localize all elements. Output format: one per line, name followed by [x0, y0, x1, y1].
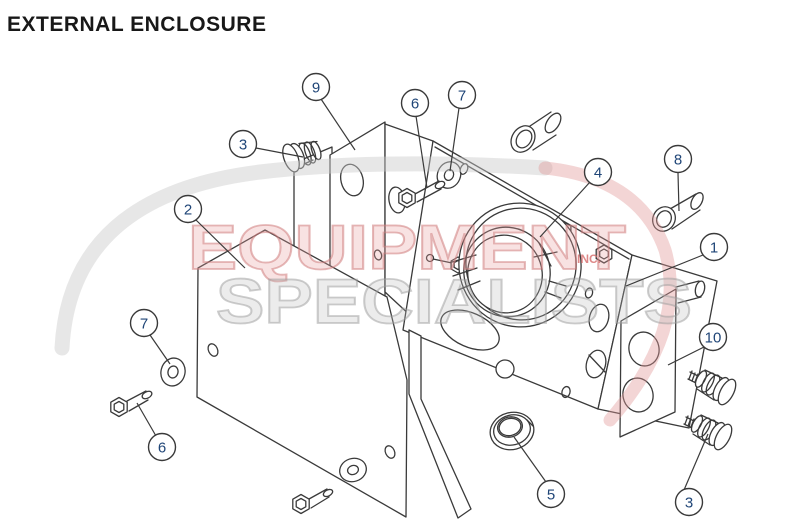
callout-leader-line [320, 98, 356, 151]
callout-circle [447, 80, 477, 110]
washer-7 [160, 357, 186, 387]
line-art-layer [110, 111, 740, 519]
face-screw [595, 244, 613, 264]
callout-circle [663, 144, 693, 174]
callout-1: 1 [625, 232, 729, 287]
watermark: EQUIPMENT SPECIALISTS INC. [54, 156, 693, 427]
hex-bolt-6 [110, 390, 153, 418]
callout-10: 10 [667, 322, 728, 366]
callout-6: 6 [400, 88, 430, 189]
corner-bracket [408, 329, 472, 519]
callout-leader-line [513, 436, 547, 483]
callout-3: 3 [228, 129, 304, 159]
watermark-swoosh-gray [54, 156, 553, 356]
callout-leader-line [667, 346, 705, 366]
callout-number: 9 [312, 80, 320, 97]
callout-8: 8 [663, 144, 693, 212]
callout-number: 4 [594, 165, 602, 182]
callout-circle [173, 194, 203, 224]
page-title: EXTERNAL ENCLOSURE [7, 13, 266, 36]
callout-leader-line [415, 115, 428, 189]
callout-number: 7 [458, 88, 466, 105]
callout-number: 3 [239, 137, 247, 154]
grommet-5 [489, 411, 535, 451]
callout-leader-line [255, 147, 304, 158]
callout-leader-line [539, 181, 591, 238]
callout-circle [536, 479, 566, 509]
callout-circle [129, 308, 159, 338]
callout-number: 7 [140, 316, 148, 333]
callout-leader-line [677, 172, 680, 212]
cover-plate-2 [196, 229, 408, 518]
callout-circle [147, 432, 177, 462]
callout-number: 6 [411, 96, 419, 113]
callout-4: 4 [539, 157, 613, 238]
callout-circle [301, 72, 331, 102]
callout-number: 5 [547, 487, 555, 504]
callout-leader-line [195, 219, 246, 269]
bushing-top [510, 111, 562, 153]
callout-circle [699, 232, 729, 262]
washer-7 [339, 457, 367, 483]
rod [675, 280, 706, 304]
callout-5: 5 [513, 436, 566, 509]
callout-number: 3 [685, 495, 693, 512]
callout-circle [698, 322, 728, 352]
callout-leader-line [625, 254, 704, 287]
callout-number: 10 [705, 330, 722, 347]
bushing-8 [652, 192, 704, 232]
gauge-bezel-ring [451, 202, 582, 328]
callout-circle [228, 129, 258, 159]
watermark-word-equipment: EQUIPMENT [188, 213, 626, 283]
watermark-word-specialists: SPECIALISTS [216, 267, 692, 337]
callout-leader-line [449, 107, 460, 172]
callout-number: 1 [710, 240, 718, 257]
callout-2: 2 [173, 194, 246, 269]
hex-bolt-6 [292, 488, 334, 515]
callouts-layer: 9 3 6 7 4 8 2 1 7 10 6 5 3 [129, 72, 729, 517]
callout-3: 3 [674, 433, 709, 517]
callout-9: 9 [301, 72, 356, 151]
callout-number: 2 [184, 202, 192, 219]
callout-leader-line [136, 402, 157, 437]
keyhole-notch [495, 359, 515, 379]
callout-number: 8 [674, 152, 682, 169]
callout-leader-line [149, 334, 171, 365]
callout-circle [674, 487, 704, 517]
callout-number: 6 [158, 440, 166, 457]
callout-leader-line [683, 433, 709, 491]
callout-circle [583, 157, 613, 187]
callout-6: 6 [136, 402, 177, 462]
watermark-word-inc: INC. [577, 252, 601, 266]
gauge-plate-10 [619, 288, 677, 438]
knob-3-bottom [683, 413, 736, 454]
callout-circle [400, 88, 430, 118]
callout-7: 7 [447, 80, 477, 172]
callout-7: 7 [129, 308, 171, 365]
